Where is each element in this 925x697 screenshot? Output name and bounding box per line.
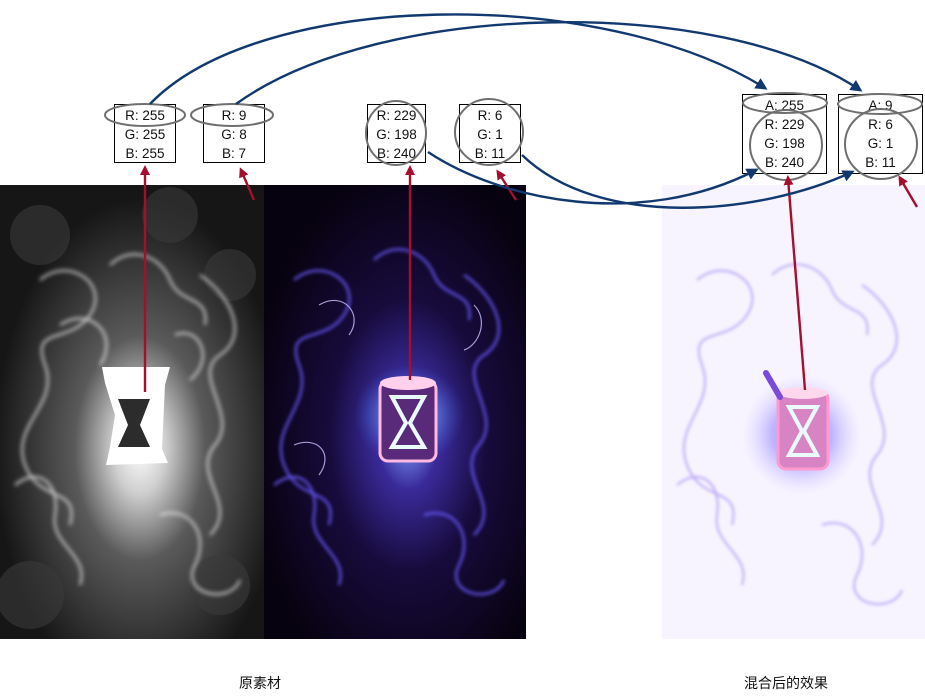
channel-g: G: 1 [477, 127, 503, 142]
map-arrow-alpha-dark [235, 21, 863, 105]
argb-box-blend-center: A: 255 R: 229 G: 198 B: 240 [742, 94, 827, 174]
channel-r: R: 9 [221, 108, 247, 123]
grayscale-alpha-image [0, 185, 264, 639]
channel-b: B: 255 [125, 146, 165, 161]
channel-b: B: 11 [474, 146, 506, 161]
channel-g: G: 198 [764, 136, 805, 151]
channel-r: R: 229 [764, 117, 805, 132]
channel-b: B: 240 [764, 155, 805, 170]
rgb-box-gray-white: R: 255 G: 255 B: 255 [114, 104, 176, 163]
channel-r: R: 6 [868, 117, 893, 132]
channel-b: B: 11 [865, 155, 896, 170]
map-arrow-alpha-center [149, 13, 768, 105]
channel-a: A: 255 [764, 98, 805, 113]
color-source-image [264, 185, 526, 639]
channel-a: A: 9 [868, 98, 893, 113]
channel-r: R: 255 [125, 108, 165, 123]
blended-result-image [662, 185, 925, 639]
channel-g: G: 8 [221, 127, 247, 142]
caption-source: 原素材 [239, 676, 281, 692]
channel-g: G: 1 [867, 136, 894, 151]
channel-r: R: 6 [477, 108, 503, 123]
rgb-box-gray-dark: R: 9 G: 8 B: 7 [203, 104, 265, 163]
channel-g: G: 255 [124, 127, 166, 142]
rgb-box-color-dark: R: 6 G: 1 B: 11 [459, 104, 521, 163]
caption-result: 混合后的效果 [744, 676, 828, 692]
rgb-box-color-center: R: 229 G: 198 B: 240 [367, 104, 426, 163]
channel-b: B: 240 [376, 146, 417, 161]
channel-r: R: 229 [376, 108, 417, 123]
channel-g: G: 198 [376, 127, 417, 142]
argb-box-blend-dark: A: 9 R: 6 G: 1 B: 11 [838, 94, 923, 174]
channel-b: B: 7 [221, 146, 246, 161]
